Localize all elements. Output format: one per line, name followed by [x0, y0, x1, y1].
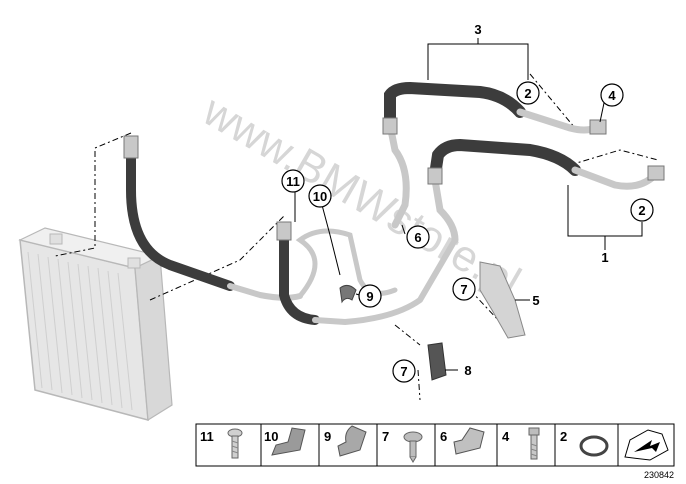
callout-2b: 2	[630, 198, 654, 222]
svg-text:7: 7	[400, 364, 407, 379]
callout-11: 11	[281, 169, 305, 193]
callout-3: 3	[474, 22, 481, 37]
watermark: www.BMWstore.pl	[194, 86, 528, 307]
callout-7a: 7	[452, 277, 476, 301]
clip-10-icon	[271, 427, 306, 456]
parts-legend: 11 10 9 7 6 4 2	[195, 423, 675, 467]
svg-text:6: 6	[414, 230, 421, 245]
svg-text:2: 2	[638, 203, 645, 218]
legend-item-10: 10	[264, 429, 278, 444]
legend-item-9: 9	[324, 429, 331, 444]
callout-8: 8	[464, 363, 471, 378]
o-ring-2-icon	[579, 435, 609, 457]
holder-8	[427, 342, 447, 381]
screw-7-icon	[403, 431, 423, 463]
callout-2a: 2	[516, 81, 540, 105]
oil-line-upper-right	[427, 138, 665, 244]
callout-5: 5	[532, 293, 539, 308]
svg-text:2: 2	[524, 86, 531, 101]
svg-text:11: 11	[286, 174, 300, 189]
svg-text:10: 10	[313, 189, 327, 204]
callout-10: 10	[308, 184, 332, 208]
legend-item-7: 7	[382, 429, 389, 444]
legend-item-4: 4	[502, 429, 510, 444]
svg-text:9: 9	[366, 289, 373, 304]
oil-line-upper	[382, 81, 607, 229]
svg-text:4: 4	[608, 88, 616, 103]
legend-item-2: 2	[560, 429, 567, 444]
legend-item-6: 6	[440, 429, 447, 444]
svg-text:7: 7	[460, 282, 467, 297]
group-bracket-1	[567, 185, 643, 250]
callout-6: 6	[406, 225, 430, 249]
clamp-9	[339, 284, 357, 304]
callout-7b: 7	[392, 359, 416, 383]
diagram-id: 230842	[644, 470, 674, 480]
group-bracket-3	[427, 38, 529, 80]
clamp-9-icon	[337, 425, 367, 457]
clip-6-icon	[453, 427, 485, 455]
legend-item-11: 11	[200, 429, 214, 444]
bracket-5	[479, 261, 526, 339]
callout-1: 1	[601, 250, 608, 265]
direction-arrow-icon	[624, 429, 669, 461]
bolt-11-icon	[227, 428, 243, 459]
oil-cooler	[18, 227, 173, 422]
callout-4: 4	[600, 83, 624, 107]
bolt-4-icon	[528, 427, 540, 460]
callout-9: 9	[358, 284, 382, 308]
